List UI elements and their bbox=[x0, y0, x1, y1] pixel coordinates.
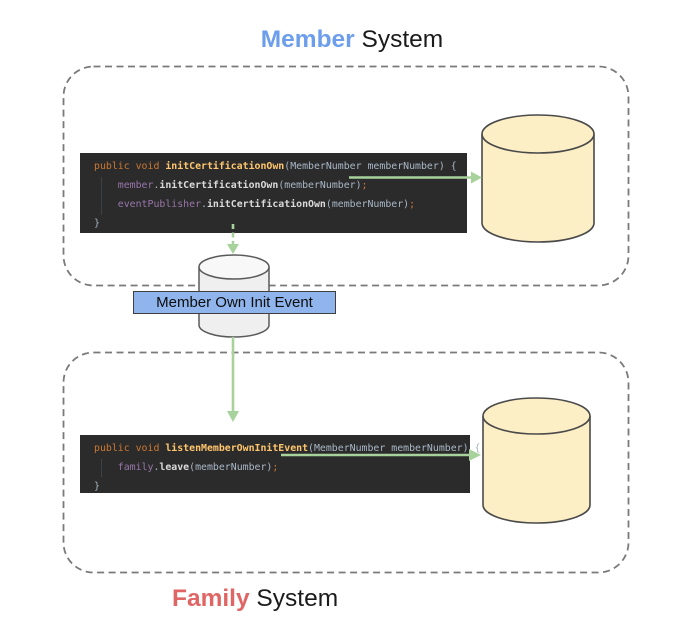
member-system-title: Member System bbox=[0, 26, 694, 54]
event-label-box: Member Own Init Event bbox=[133, 291, 336, 314]
code-line: public void listenMemberOwnInitEvent(Mem… bbox=[94, 442, 481, 454]
member-title-rest: System bbox=[354, 26, 444, 53]
family-system-title: Family System bbox=[172, 585, 338, 613]
member-code-block: public void initCertificationOwn(MemberN… bbox=[80, 152, 467, 233]
indent-guide bbox=[101, 176, 102, 215]
family-title-rest: System bbox=[249, 585, 339, 612]
family-code-block: public void listenMemberOwnInitEvent(Mem… bbox=[80, 434, 481, 493]
family-title-highlight: Family bbox=[172, 585, 250, 612]
indent-guide bbox=[101, 458, 102, 477]
code-line: } bbox=[94, 481, 100, 493]
family-database-icon bbox=[482, 397, 591, 524]
code-line: member.initCertificationOwn(memberNumber… bbox=[117, 180, 368, 192]
arrow-event-queue-to-family-code bbox=[227, 337, 239, 422]
event-label-text: Member Own Init Event bbox=[156, 294, 313, 311]
code-line: public void initCertificationOwn(MemberN… bbox=[94, 160, 457, 172]
member-title-highlight: Member bbox=[260, 26, 355, 53]
code-line: } bbox=[94, 218, 100, 230]
code-line: family.leave(memberNumber); bbox=[117, 462, 279, 474]
code-line: eventPublisher.initCertificationOwn(memb… bbox=[117, 199, 416, 211]
member-database-icon bbox=[481, 114, 595, 243]
